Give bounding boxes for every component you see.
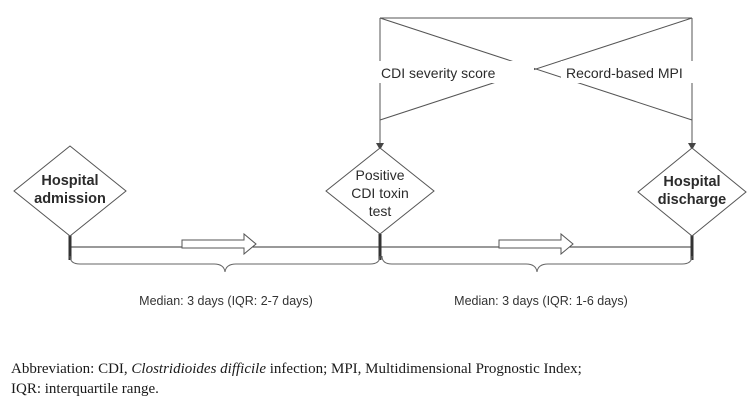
footnote-prefix: Abbreviation: CDI, [11,361,132,377]
node-toxin-line2: CDI toxin [351,185,409,201]
arrow-right-icon [181,232,257,256]
assessment-cross [379,17,693,150]
node-hospital-discharge: Hospital discharge [637,147,747,237]
arrowhead-toxin [376,143,384,150]
tick-discharge [690,234,694,260]
node-admission-line1: Hospital [41,173,98,189]
footnote-rest: infection; MPI, Multidimensional Prognos… [266,361,582,377]
brace-left-interval [69,255,381,273]
tick-admission [68,234,72,260]
brace-right-interval [381,255,693,273]
mpi-label: Record-based MPI [566,65,683,81]
arrow-right-icon [498,232,574,256]
footnote-organism: Clostridioides difficile [131,361,266,377]
interval-label-admission-toxin: Median: 3 days (IQR: 2-7 days) [139,294,313,308]
node-toxin-line3: test [369,203,392,219]
node-toxin-line1: Positive [355,167,404,183]
node-discharge-line1: Hospital [663,174,720,190]
node-hospital-admission: Hospital admission [13,145,127,237]
arrowhead-discharge [688,143,696,150]
node-admission-line2: admission [34,191,106,207]
footnote-line2: IQR: interquartile range. [11,381,159,397]
node-positive-toxin-test: Positive CDI toxin test [325,147,435,235]
tick-toxin [378,234,382,260]
cdi-severity-label: CDI severity score [381,65,496,81]
node-discharge-line2: discharge [658,192,727,208]
interval-label-toxin-discharge: Median: 3 days (IQR: 1-6 days) [454,294,628,308]
footnote: Abbreviation: CDI, Clostridioides diffic… [11,359,741,399]
